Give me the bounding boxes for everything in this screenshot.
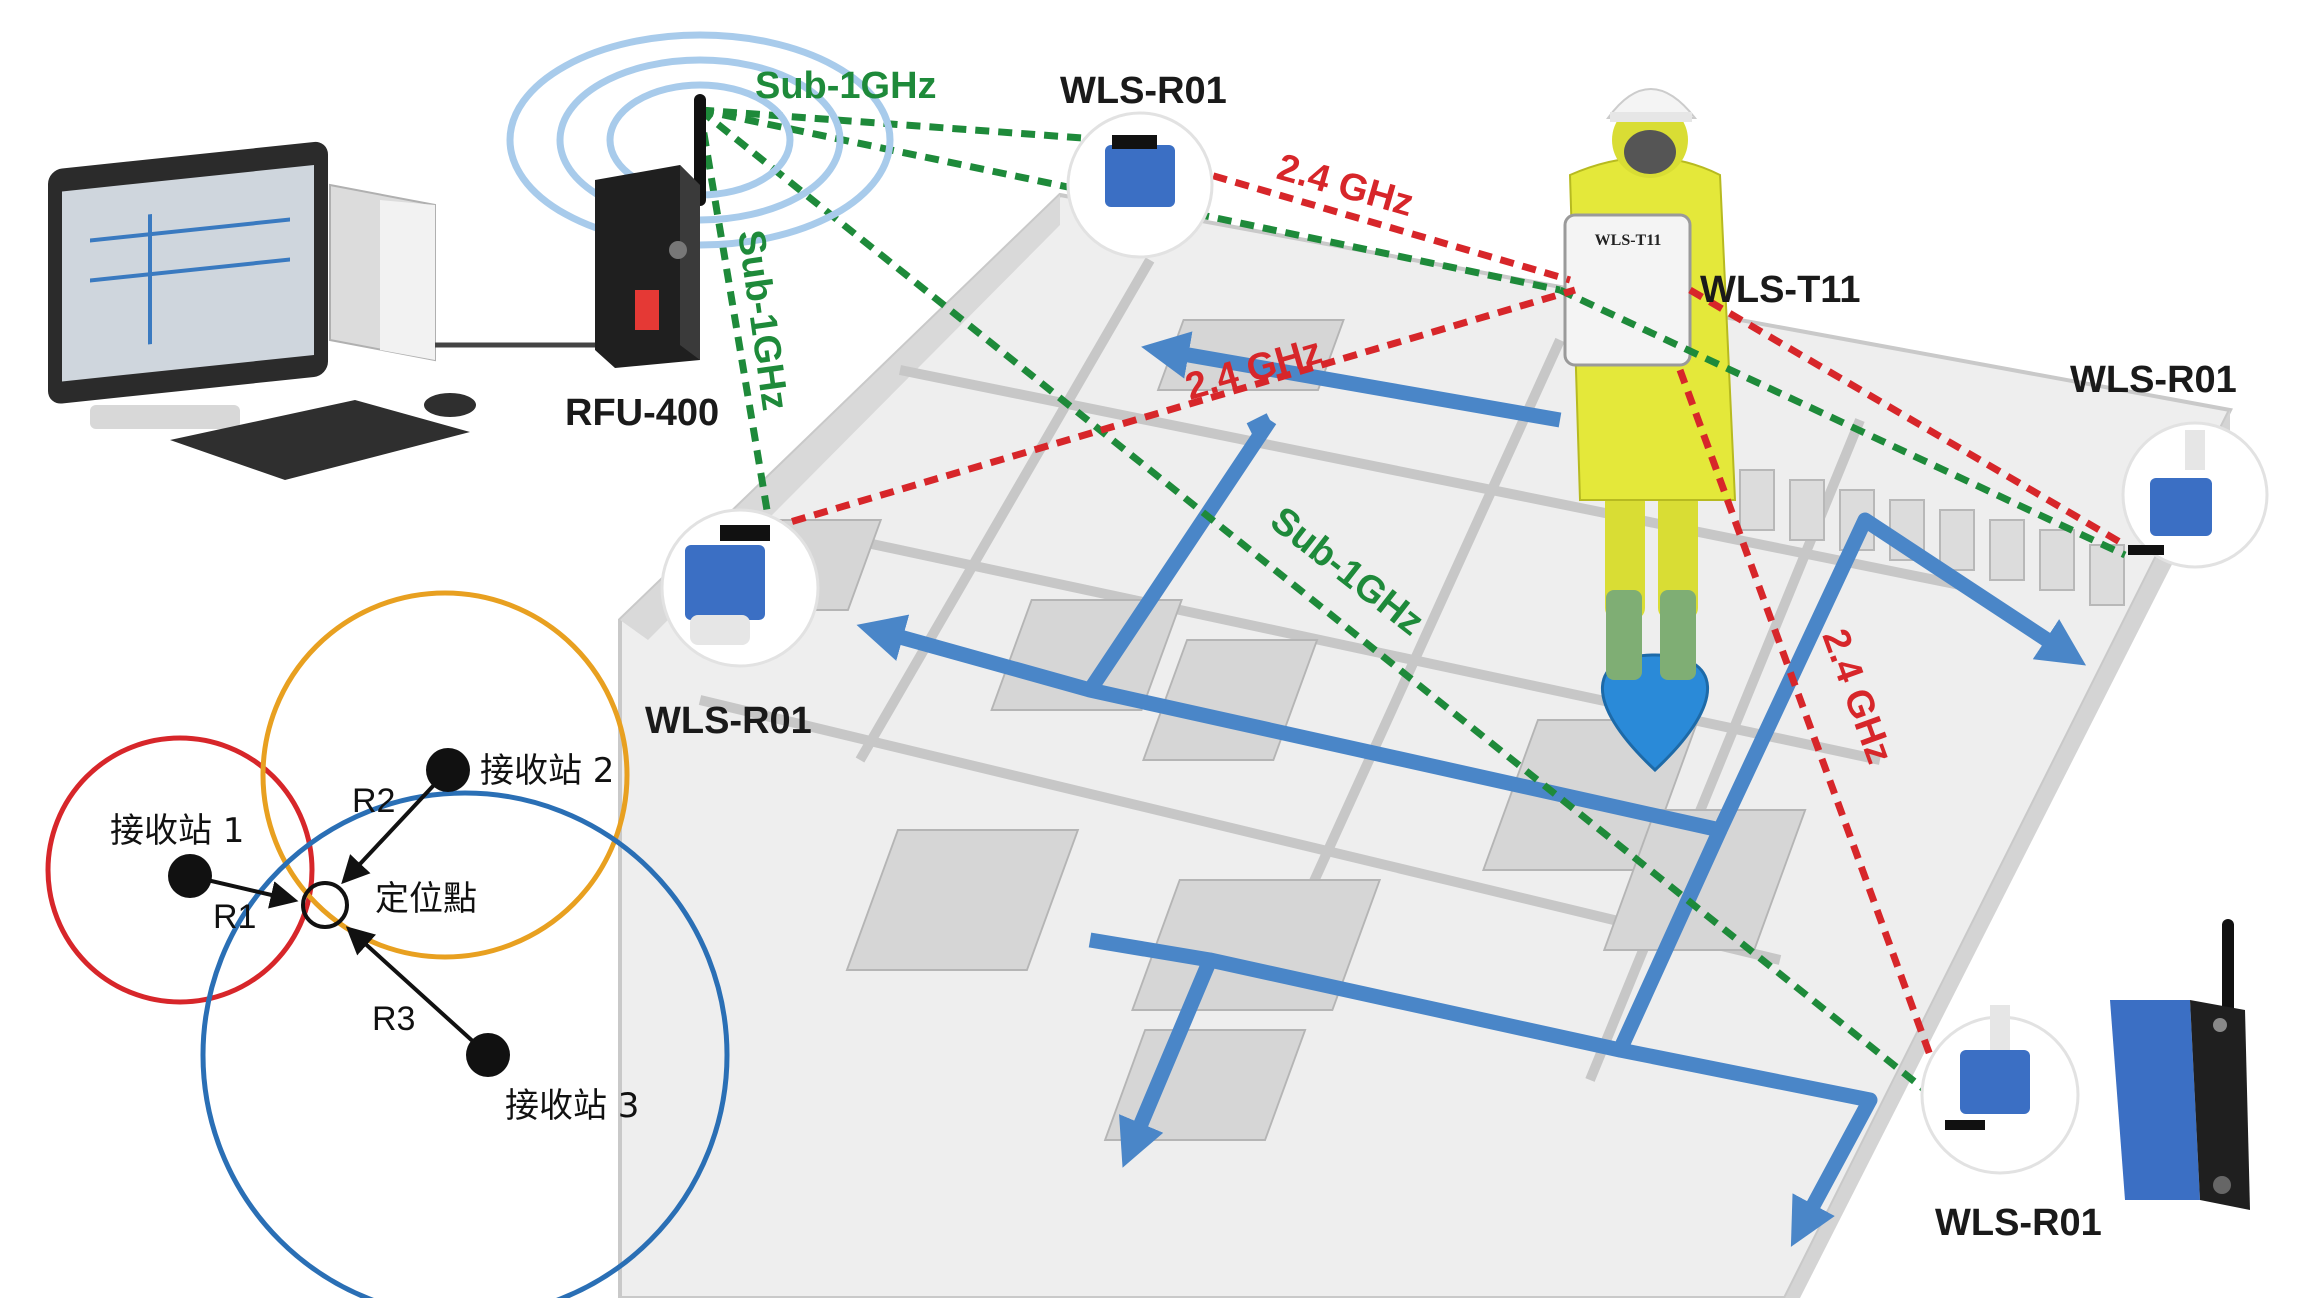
- range-1-label: R1: [213, 898, 256, 936]
- sub1-label-vertical: Sub-1GHz: [729, 227, 796, 413]
- gateway-label: RFU-400: [565, 392, 719, 434]
- target-ring: [301, 881, 349, 929]
- receiver-icon: [685, 545, 765, 620]
- gateway-router-icon: [595, 94, 706, 368]
- receiver-top: [1066, 111, 1214, 259]
- receiver-icon: [1105, 145, 1175, 207]
- station-1-dot: [168, 854, 212, 898]
- range-3-label: R3: [372, 1000, 415, 1038]
- receiver-icon: [2150, 478, 2212, 536]
- range-circle-2: [260, 590, 630, 960]
- receiver-label-right: WLS-R01: [2070, 359, 2237, 401]
- receiver-right: [2121, 421, 2269, 569]
- receiver-icon: [1960, 1050, 2030, 1114]
- flow-paths: [856, 331, 2087, 1247]
- station-2-dot: [426, 748, 470, 792]
- range-circle-1: [45, 735, 315, 1005]
- target-label: 定位點: [375, 879, 477, 919]
- station-3-label: 接收站 3: [505, 1086, 639, 1126]
- station-2-label: 接收站 2: [480, 751, 614, 791]
- receiver-label-bottom: WLS-R01: [1935, 1202, 2102, 1244]
- ghz24-label-top: 2.4 GHz: [1273, 146, 1419, 225]
- tag-case-label: WLS-T11: [1595, 232, 1662, 249]
- keyboard-icon: [170, 400, 470, 480]
- range-circle-3: [200, 790, 730, 1298]
- receiver-left: [660, 508, 820, 668]
- station-3-dot: [466, 1033, 510, 1077]
- receiver-label-top: WLS-R01: [1060, 70, 1227, 112]
- factory-floor: [618, 192, 2233, 1298]
- receiver-label-left: WLS-R01: [645, 700, 812, 742]
- sub1-label-top: Sub-1GHz: [755, 65, 937, 107]
- station-1-label: 接收站 1: [110, 811, 244, 851]
- trilateration-diagram: [45, 590, 730, 1298]
- receiver-bottom: [1920, 1005, 2080, 1175]
- receiver-standalone: [2110, 919, 2250, 1210]
- range-2-label: R2: [352, 782, 395, 820]
- desktop-computer-icon: [48, 141, 436, 429]
- mouse-icon: [424, 393, 476, 417]
- tag-label: WLS-T11: [1700, 269, 1860, 311]
